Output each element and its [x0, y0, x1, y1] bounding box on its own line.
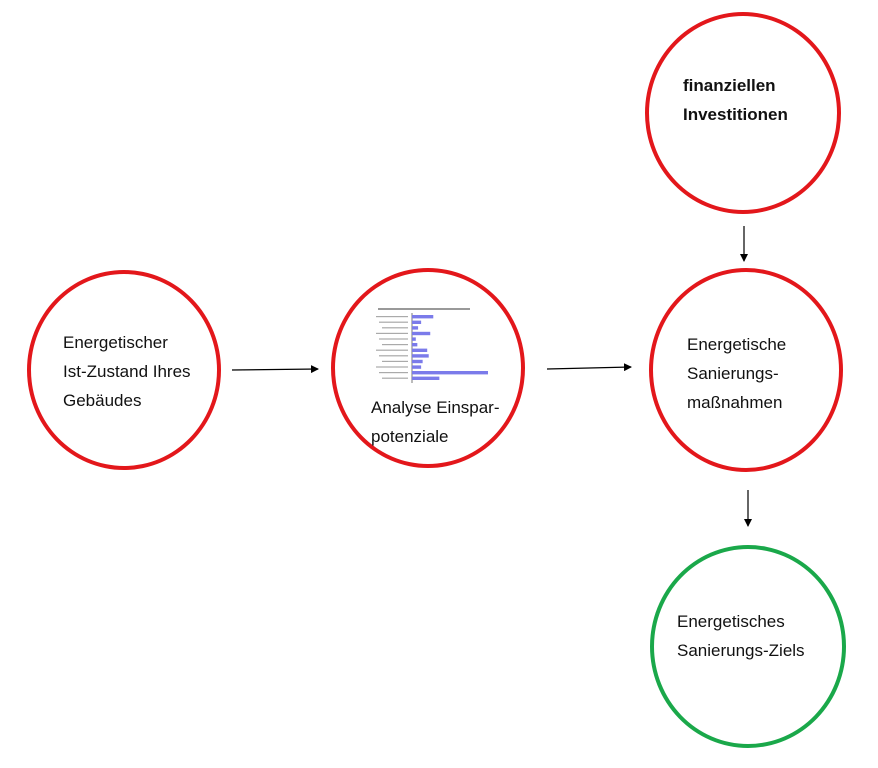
- mini-chart-tick-label: [376, 349, 408, 351]
- mini-chart-bar: [412, 348, 428, 352]
- mini-chart-bar: [412, 326, 419, 330]
- mini-chart-bar: [412, 337, 416, 341]
- mini-chart-tick-label: [382, 360, 408, 362]
- label-ziel: Energetisches Sanierungs-Ziels: [677, 612, 805, 660]
- mini-chart-bar: [412, 320, 422, 324]
- mini-chart-tick-label: [379, 355, 408, 357]
- mini-chart-tick-label: [379, 372, 408, 374]
- mini-chart-bar: [412, 315, 434, 319]
- mini-chart-tick-label: [376, 332, 408, 334]
- node-ziel: [650, 545, 846, 748]
- mini-chart-tick-label: [376, 366, 408, 368]
- label-massnahmen: Energetische Sanierungs- maßnahmen: [687, 335, 787, 412]
- mini-chart-bar: [412, 354, 429, 358]
- node-investitionen: [645, 12, 841, 214]
- label-analyse: Analyse Einspar- potenziale: [371, 398, 500, 446]
- arrow-ist-to-analyse: [231, 365, 319, 374]
- label-investitionen: finanziellen Investitionen: [683, 76, 788, 124]
- mini-chart-bar: [412, 359, 423, 364]
- analyse-mini-chart: [376, 308, 488, 383]
- mini-chart-tick-label: [379, 338, 408, 340]
- mini-chart-tick-label: [382, 327, 408, 329]
- mini-chart-tick-label: [379, 321, 408, 323]
- arrow-analyse-to-massnahmen: [546, 363, 632, 372]
- mini-chart-bar: [412, 376, 440, 380]
- node-analyse: [331, 268, 525, 468]
- mini-chart-title-line: [378, 308, 470, 310]
- mini-chart-bar: [412, 331, 431, 336]
- mini-chart-tick-label: [382, 344, 408, 346]
- mini-chart-bar: [412, 343, 418, 347]
- label-ist-zustand: Energetischer Ist-Zustand Ihres Gebäudes: [63, 333, 191, 410]
- mini-chart-bar: [412, 365, 422, 369]
- mini-chart-tick-label: [376, 316, 408, 318]
- node-ist-zustand: [27, 270, 221, 470]
- node-massnahmen: [649, 268, 843, 472]
- mini-chart-tick-label: [382, 377, 408, 379]
- mini-chart-bar: [412, 371, 488, 375]
